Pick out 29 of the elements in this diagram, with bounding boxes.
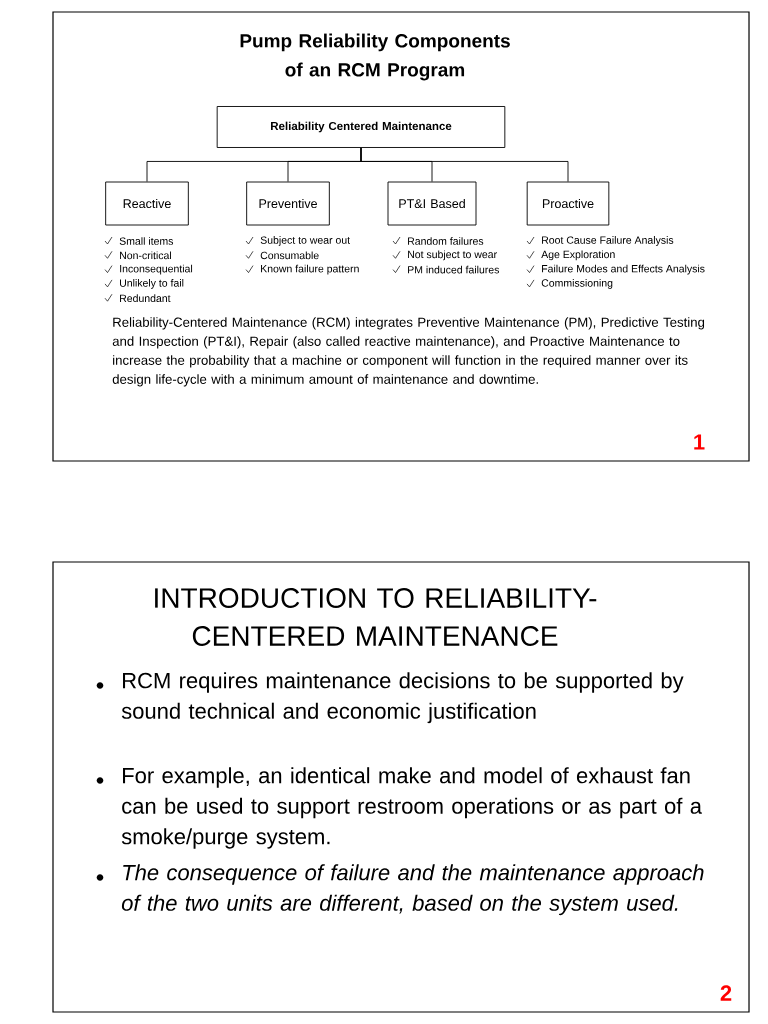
checklist-item: Small items: [119, 237, 174, 245]
category-box: Proactive: [526, 181, 610, 226]
slide-heading: INTRODUCTION TO RELIABILITY-CENTERED MAINTENANCE: [155, 588, 597, 646]
bullet-text: For example, an identical make and model of exhaust fan can be used to support restroom operations or as part of a smoke/purge system.: [121, 767, 702, 849]
paragraph: Reliability-Centered Maintenance (RCM) integrates Preventive Maintenance (PM), Predictive Testing and Inspection (PT&I), Repair (also called reactive maintenance), and Proactive Maintenance to increase the probability that a machine or component will function in the required manner over its design life-cycle with a minimum amount of maintenance and downtime.: [112, 317, 705, 387]
checklist-item: Known failure pattern: [261, 264, 359, 275]
connector-line: [360, 147, 569, 182]
checklist-item: Random failures: [408, 237, 484, 245]
checklist-item: Inconsequential: [120, 264, 193, 275]
bullet-text: RCM requires maintenance decisions to be supported by sound technical and economic justification: [121, 672, 684, 724]
page-number: 2: [720, 985, 732, 1001]
checklist-item: Redundant: [120, 294, 171, 303]
checklist-item: Failure Modes and Effects Analysis: [542, 264, 705, 275]
category-box: Reliability Centered Maintenance: [216, 106, 506, 148]
title: Pump Reliability Components of an RCM Program: [240, 33, 510, 81]
category-box: PT&I Based: [387, 181, 477, 226]
checklist-item: Age Exploration: [541, 250, 615, 261]
category-box: Preventive: [246, 181, 330, 226]
category-box: Reactive: [105, 181, 189, 226]
checklist-item: Unlikely to fail: [120, 279, 184, 289]
checklist-item: Not subject to wear: [408, 250, 497, 261]
bullet-text: The consequence of failure and the maintenance approach of the two units are different, based on the system used.: [121, 864, 704, 916]
page-number: 1: [694, 434, 705, 450]
checklist-item: Commissioning: [541, 279, 613, 289]
checklist-item: Subject to wear out: [260, 236, 350, 246]
checklist-item: Root Cause Failure Analysis: [542, 236, 674, 246]
checklist-item: Non-critical: [120, 251, 171, 260]
checklist-item: PM induced failures: [408, 265, 499, 274]
checklist-item: Consumable: [260, 251, 319, 260]
